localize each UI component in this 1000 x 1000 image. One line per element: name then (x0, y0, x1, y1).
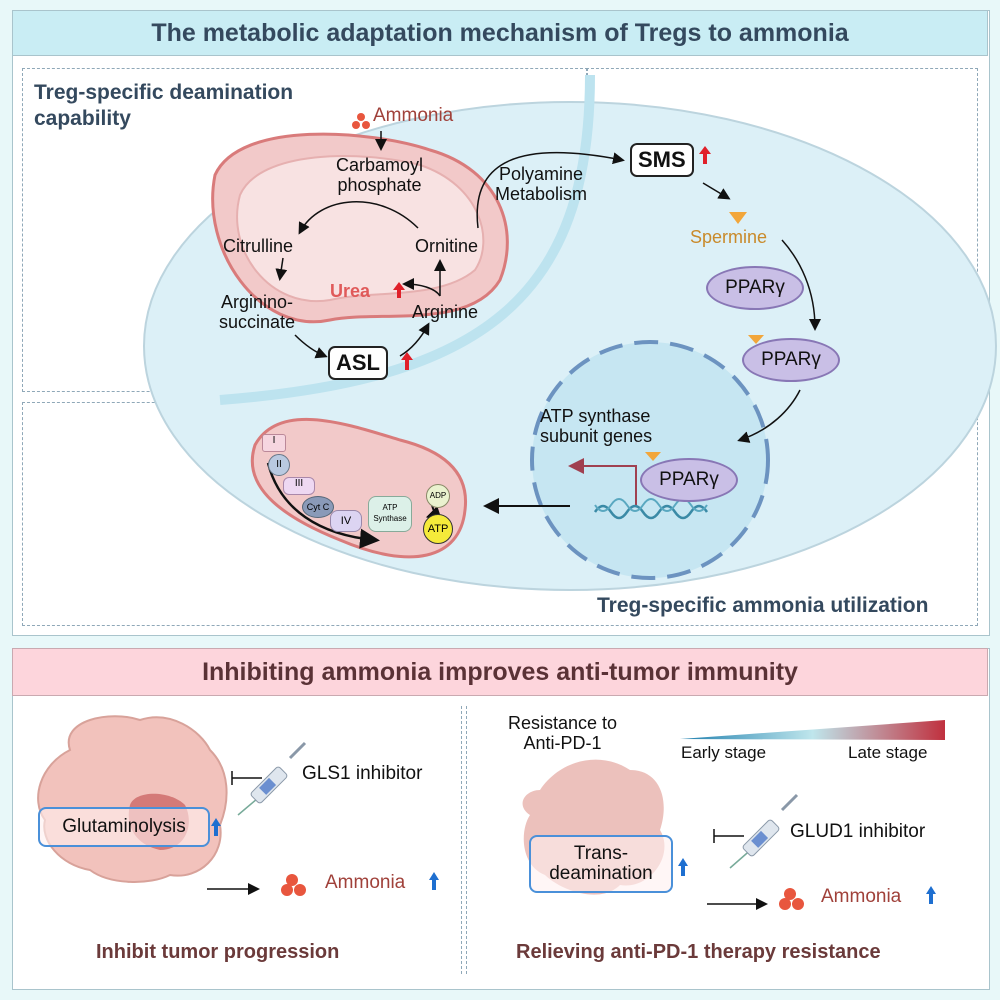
genes-line2: subunit genes (540, 426, 653, 446)
polyamine-line1: Polyamine (498, 164, 584, 184)
carbamoyl-line1: Carbamoyl (336, 155, 424, 175)
region-divider (219, 74, 595, 405)
sms-enzyme-box: SMS (630, 143, 694, 177)
deamination-title-line1: Treg-specific deamination (34, 81, 294, 104)
ammonia-icon (352, 113, 370, 129)
adp-molecule: ADP (426, 484, 450, 508)
urea-label: Urea (330, 281, 371, 301)
genes-line1: ATP synthase (540, 406, 651, 426)
ammonia-icon-right (779, 888, 804, 910)
caption-right: Relieving anti-PD-1 therapy resistance (516, 941, 881, 963)
ammonia-down-arrow-icon-left (429, 872, 439, 890)
syringe-icon-left (237, 741, 307, 816)
glutaminolysis-box: Glutaminolysis (38, 807, 210, 847)
glud1-inhibitor-label: GLUD1 inhibitor (790, 821, 926, 842)
argininosuccinate-line2: succinate (219, 312, 296, 332)
complex-ii: II (268, 454, 290, 476)
atp-synthase-line1: ATP (382, 503, 398, 512)
bottom-divider (461, 706, 467, 974)
carbamoyl-line2: phosphate (337, 175, 422, 195)
ammonia-label-left: Ammonia (325, 872, 406, 893)
tumor-left (37, 715, 228, 883)
cytochrome-c: Cyt C (302, 496, 334, 518)
asl-up-arrow-icon (401, 352, 413, 370)
nucleus (530, 340, 770, 580)
argininosuccinate-label: Arginino-succinate (219, 292, 295, 332)
complex-iv: IV (330, 510, 362, 532)
early-stage-label: Early stage (681, 743, 767, 762)
spermine-icon (729, 212, 747, 224)
syringe-icon-right (729, 793, 799, 869)
argininosuccinate-line1: Arginino- (221, 292, 294, 312)
glutaminolysis-down-arrow-icon (211, 818, 221, 836)
complex-i: I (262, 434, 286, 452)
transdeamination-box: Trans-deamination (529, 835, 673, 893)
arginine-label: Arginine (412, 302, 479, 322)
late-stage-label: Late stage (848, 743, 928, 762)
ppar-gamma-cytoplasm: PPARγ (706, 266, 804, 310)
dna-helix (593, 504, 709, 520)
atp-molecule: ATP (423, 514, 453, 544)
top-panel-title: The metabolic adaptation mechanism of Tr… (12, 10, 988, 56)
resistance-gradient-bar (680, 720, 945, 740)
atp-synthase: ATP Synthase (368, 496, 412, 532)
sms-up-arrow-icon (699, 146, 711, 164)
mitochondrion-bottom (250, 417, 468, 559)
caption-left: Inhibit tumor progression (96, 941, 340, 963)
ppar-gamma-bound: PPARγ (742, 338, 840, 382)
ammonia-label: Ammonia (373, 105, 454, 126)
ammonia-label-right: Ammonia (821, 886, 902, 907)
transdeamination-down-arrow-icon (678, 858, 688, 876)
ammonia-down-arrow-icon-right (926, 886, 936, 904)
transdeamination-line1: Trans- (573, 843, 629, 864)
utilization-title: Treg-specific ammonia utilization (597, 594, 929, 617)
polyamine-line2: Metabolism (495, 184, 588, 204)
resistance-line1: Resistance to (508, 713, 618, 733)
cell-diagram (143, 74, 997, 591)
urea-up-arrow-icon (393, 282, 405, 298)
deamination-title-line2: capability (34, 107, 131, 130)
ornitine-label: Ornitine (415, 236, 479, 256)
ppar-gamma-nuclear: PPARγ (640, 458, 738, 502)
bottom-panel-title: Inhibiting ammonia improves anti-tumor i… (12, 648, 988, 696)
asl-enzyme-box: ASL (328, 346, 388, 380)
complex-iii: III (283, 477, 315, 495)
transdeamination-line2: deamination (549, 863, 653, 884)
atp-synthase-line2: Synthase (373, 514, 407, 523)
spermine-label: Spermine (690, 227, 768, 247)
deamination-title: Treg-specific deamination capability (34, 80, 293, 132)
gls1-inhibitor-label: GLS1 inhibitor (302, 763, 423, 784)
resistance-line2: Anti-PD-1 (523, 733, 602, 753)
citrulline-label: Citrulline (223, 236, 294, 256)
ammonia-icon-left (281, 874, 306, 896)
